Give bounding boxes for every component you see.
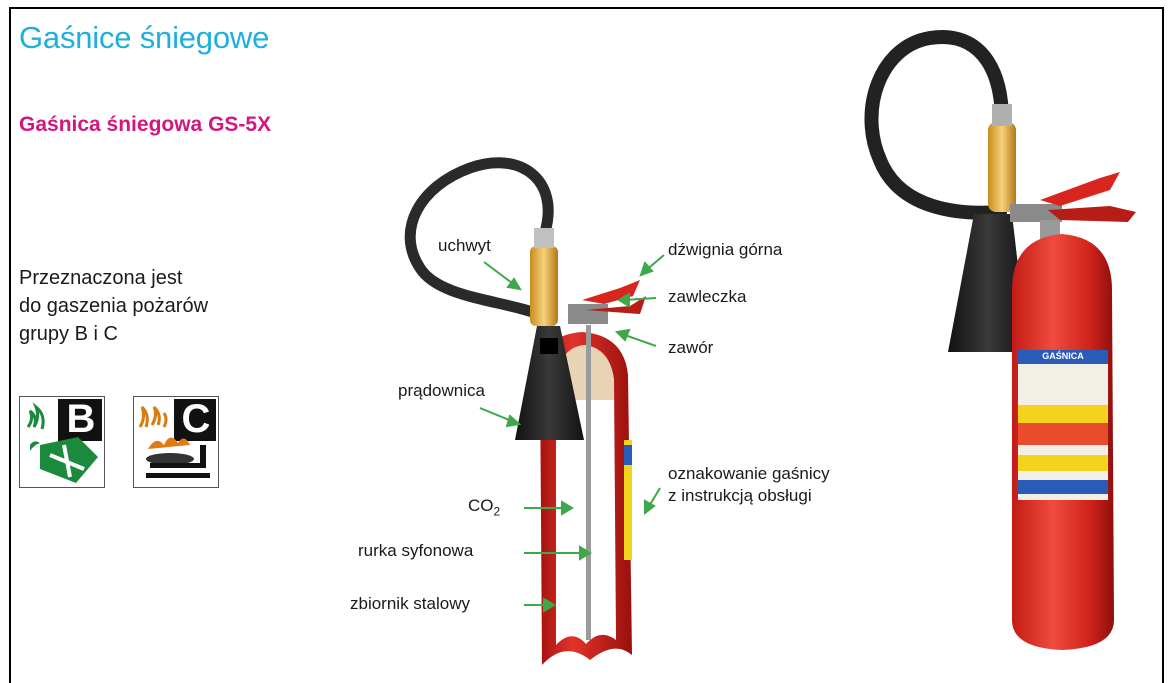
- product-label-brand: GAŚNICA: [1018, 351, 1108, 361]
